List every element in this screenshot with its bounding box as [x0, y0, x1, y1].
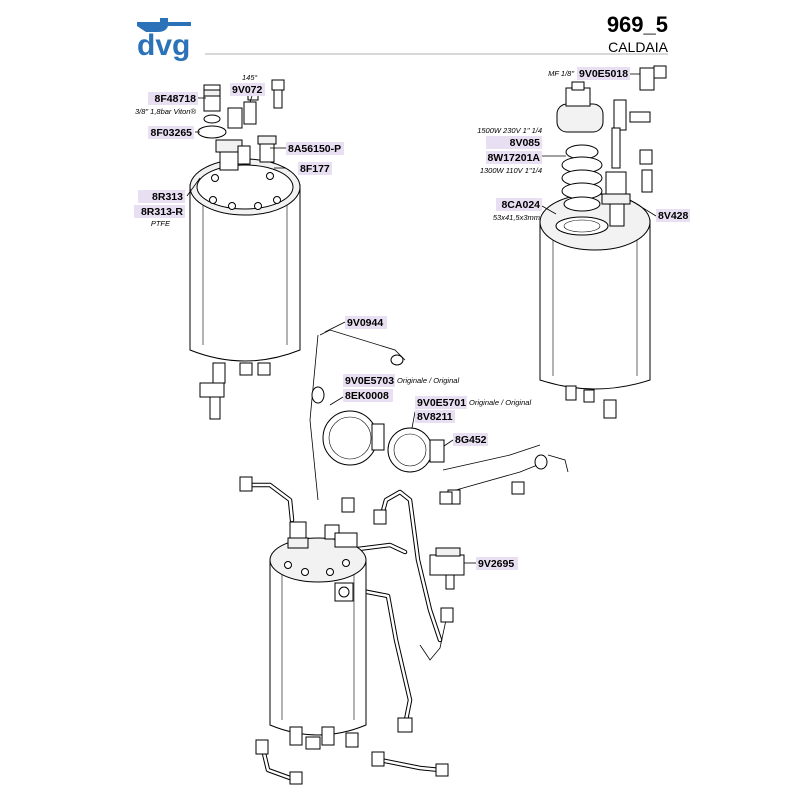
leader-lines [186, 73, 657, 564]
diagram-title: CALDAIA [608, 39, 669, 55]
callout-code: 8CA024 [501, 199, 540, 211]
callout-note: 1300W 110V 1"1/4 [480, 166, 542, 175]
callout-code: 8EK0008 [345, 390, 389, 402]
callout-9V2695: 9V2695 [476, 557, 518, 570]
callout-code: 8G452 [455, 434, 487, 446]
callout-code: 8R313 [152, 191, 183, 203]
diagram-code: 969_5 [607, 12, 668, 37]
callout-8G452: 8G452 [453, 433, 488, 446]
callout-code: 8A56150-P [288, 143, 341, 155]
callout-note: MF 1/8" [548, 69, 574, 78]
callout-code: 9V072 [232, 84, 263, 96]
callout-8F177: 8F177 [298, 162, 332, 175]
callout-code: 8F177 [300, 163, 330, 175]
callout-code: 9V0944 [347, 317, 383, 329]
boiler-right-assembly [539, 65, 667, 419]
callout-code: 9V0E5018 [579, 68, 628, 80]
callout-note: PTFE [151, 219, 171, 228]
callout-8CA024: 8CA024 53x41,5x3mm [493, 198, 542, 222]
manometer-assembly [309, 329, 569, 505]
callout-code: 9V2695 [478, 558, 514, 570]
callout-9V0944: 9V0944 [345, 316, 387, 329]
callout-note: 1500W 230V 1" 1/4 [477, 126, 542, 135]
callout-code: 8V8211 [417, 411, 453, 423]
callout-note: 145° [242, 73, 258, 82]
boiler-bottom-assembly [239, 476, 525, 785]
callout-note: Originale / Original [469, 398, 531, 407]
callout-note: 53x41,5x3mm [493, 213, 540, 222]
callout-8V085: 1500W 230V 1" 1/4 8V085 8W17201A 1300W 1… [477, 126, 542, 175]
callout-9V0E5701: 9V0E5701 Originale / Original 8V8211 [415, 396, 531, 423]
callout-8R313: 8R313 8R313-R PTFE [134, 190, 185, 228]
callout-9V0E5018: MF 1/8" 9V0E5018 [548, 67, 630, 80]
boiler-left-assembly [189, 79, 301, 420]
callout-code: 9V0E5703 [345, 375, 394, 387]
logo-text: dvg [137, 29, 190, 62]
callout-9V0E5703: 9V0E5703 Originale / Original 8EK0008 [343, 374, 459, 402]
callout-code: 8R313-R [141, 206, 183, 218]
callout-code: 9V0E5701 [417, 397, 466, 409]
dvg-logo: dvg [137, 18, 191, 62]
callout-note: Originale / Original [397, 376, 459, 385]
callout-9V072: 145° 9V072 [230, 73, 265, 96]
callout-8F03265: 8F03265 [148, 126, 194, 139]
callout-code: 8V085 [510, 137, 541, 149]
callout-code: 8F03265 [151, 127, 193, 139]
callout-8A56150-P: 8A56150-P [286, 142, 344, 155]
callout-code: 8V428 [658, 210, 689, 222]
callout-code: 8F48718 [155, 93, 197, 105]
callout-8V428: 8V428 [656, 209, 690, 222]
callout-code: 8W17201A [487, 152, 540, 164]
callout-8F48718: 8F48718 3/8" 1,8bar Viton® [135, 92, 198, 116]
callout-note: 3/8" 1,8bar Viton® [135, 107, 196, 116]
